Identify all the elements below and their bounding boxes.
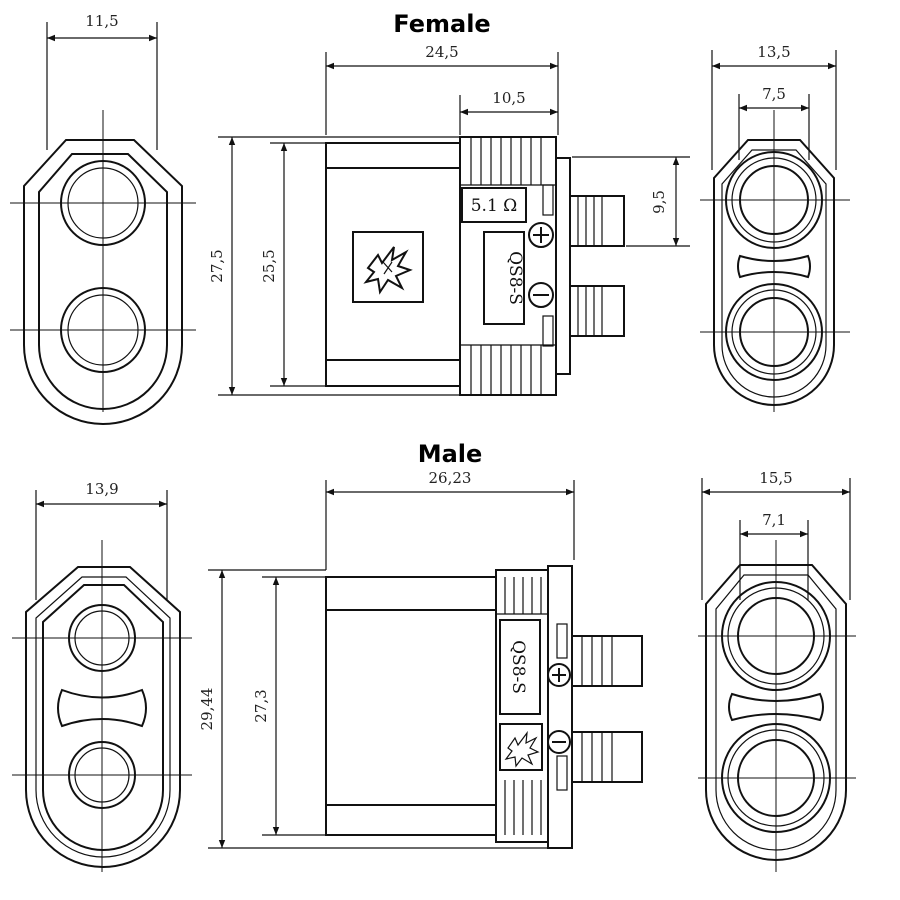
spark-logo-icon: [504, 730, 540, 768]
male-overall-length-label: 26,23: [429, 469, 472, 487]
female-title: Female: [393, 10, 490, 38]
female-pin-face-inner-label: 7,5: [762, 85, 786, 103]
male-pin-face-inner-label: 7,1: [762, 511, 786, 529]
male-pin-face-width-label: 15,5: [759, 469, 792, 487]
female-rear-length-label: 10,5: [492, 89, 525, 107]
female-overall-length-label: 24,5: [425, 43, 458, 61]
male-title: Male: [418, 440, 483, 468]
female-body-height-label: 25,5: [260, 249, 278, 282]
male-model-label: QS8-S: [508, 640, 528, 694]
male-end-width-label: 13,9: [85, 480, 118, 498]
male-overall-height-label: 29,44: [198, 688, 216, 731]
female-resistor-label: 5.1 Ω: [471, 196, 518, 216]
female-overall-height-label: 27,5: [208, 249, 226, 282]
female-side-view: 24,5 10,5 27,5 25,5 9,5: [208, 43, 690, 396]
male-body-height-label: 27,3: [252, 689, 270, 722]
female-end-width-label: 11,5: [85, 12, 118, 30]
female-pin-face-width-label: 13,5: [757, 43, 790, 61]
female-end-view: 11,5: [10, 12, 196, 425]
minus-icon: [547, 730, 571, 754]
male-end-view: 13,9: [12, 480, 192, 872]
minus-icon: [528, 282, 554, 308]
female-pin-spacing-label: 9,5: [650, 190, 668, 214]
plus-icon: [547, 663, 571, 687]
male-pin-face-view: 15,5 7,1: [698, 469, 856, 872]
plus-icon: [528, 222, 554, 248]
male-side-view: 26,23 29,44 27,3: [198, 469, 643, 849]
female-model-label: QS8-S: [505, 251, 525, 305]
spark-logo-icon: [363, 246, 413, 295]
female-pin-face-view: 13,5 7,5: [700, 43, 850, 412]
